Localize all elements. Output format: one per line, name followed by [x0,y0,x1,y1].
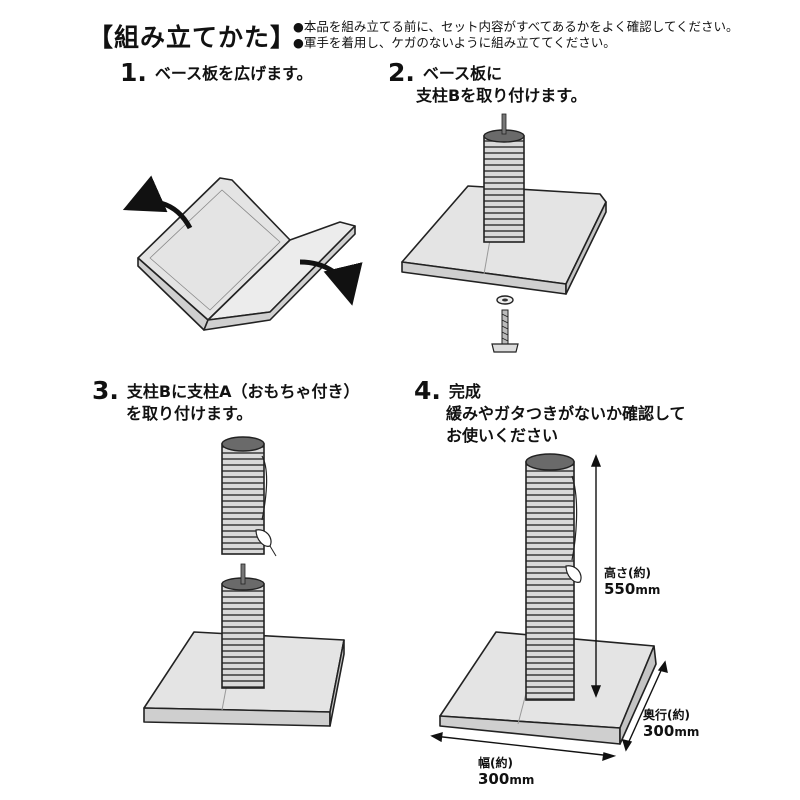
step-1-text: ベース板を広げます。 [154,64,313,83]
width-dimension-label: 幅(約) 300mm [478,755,534,788]
page-title: 【組み立てかた】 [88,23,297,52]
depth-label: 奥行(約) [643,708,690,722]
width-dimension-arrow [430,732,617,762]
step-4-text-line1: 完成 [448,382,481,401]
step-4-caption: 4. 完成 緩みやガタつきがないか確認して お使いください [414,378,686,447]
rotate-arrow-left [122,175,193,230]
depth-dimension-arrow [621,660,668,752]
height-unit: mm [635,583,661,597]
height-dimension-arrow [590,454,602,698]
step-3-number: 3. [92,376,119,405]
step-3-post-a-with-toy [221,436,277,557]
step-1-number: 1. [120,58,147,87]
step-3-post-b [221,563,265,689]
assembly-notes: ●本品を組み立てる前に、セット内容がすべてあるかをよく確認してください。 ●軍手… [293,19,739,51]
rotate-arrow-right [299,259,363,306]
step-3-caption: 3. 支柱Bに支柱A（おもちゃ付き） を取り付けます。 [92,378,360,425]
note-wear-gloves: ●軍手を着用し、ケガのないように組み立ててください。 [293,35,616,50]
step-4-number: 4. [414,376,441,405]
height-dimension-label: 高さ(約) 550mm [604,565,660,598]
step-3-text-line2: を取り付けます。 [126,404,253,423]
depth-unit: mm [674,725,700,739]
step-2-caption: 2. ベース板に 支柱Bを取り付けます。 [388,60,587,107]
depth-dimension-label: 奥行(約) 300mm [643,707,699,740]
step-4-assembled-post [525,453,582,701]
step-1-caption: 1. ベース板を広げます。 [120,60,313,85]
depth-value: 300 [643,722,675,740]
step-2-number: 2. [388,58,415,87]
step-4-text-line2: 緩みやガタつきがないか確認して [446,404,686,423]
step-2-text-line2: 支柱Bを取り付けます。 [416,86,587,105]
width-label: 幅(約) [478,756,513,770]
step-2-base-board [401,185,607,295]
step-4-text-line3: お使いください [446,426,559,445]
width-value: 300 [478,770,510,788]
width-unit: mm [509,773,535,787]
step-3-text-line1: 支柱Bに支柱A（おもちゃ付き） [126,382,360,401]
height-value: 550 [604,580,636,598]
step-2-screw-and-washer [491,295,519,353]
step-1-folded-base-board [137,177,356,331]
note-check-contents: ●本品を組み立てる前に、セット内容がすべてあるかをよく確認してください。 [293,19,739,34]
step-2-post-b [483,113,525,243]
height-label: 高さ(約) [604,566,651,580]
step-2-text-line1: ベース板に [422,64,503,83]
